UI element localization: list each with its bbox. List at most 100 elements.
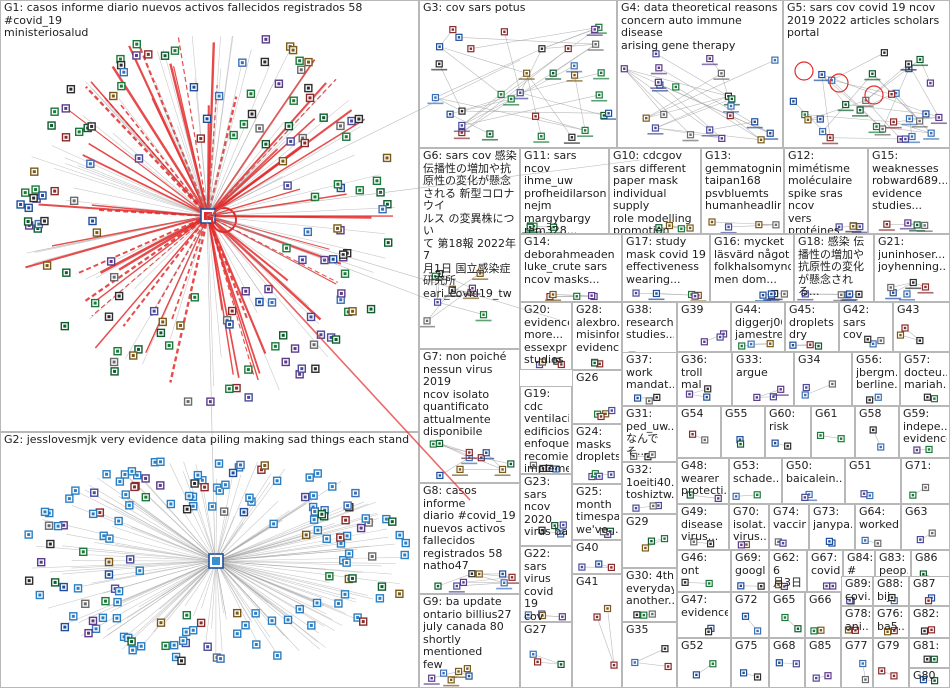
edge [42, 520, 216, 561]
cluster-g74[interactable]: G74: vaccin... [769, 504, 809, 550]
vertex-glyph [849, 599, 851, 601]
cluster-g35[interactable]: G35 [622, 622, 677, 688]
cluster-g33[interactable]: G33: argue [732, 352, 794, 406]
cluster-g54[interactable]: G54 [677, 406, 721, 458]
cluster-g10[interactable]: G10: cdcgov sars different paper mask in… [609, 148, 701, 234]
vertex-glyph [655, 292, 657, 294]
cluster-g80[interactable]: G80 [909, 668, 950, 688]
cluster-g18[interactable]: G18: 感染 伝 播性の増加や 抗原性の変化 が懸念される... [794, 234, 874, 302]
cluster-g1[interactable]: G1: casos informe diario nuevos activos … [0, 0, 419, 432]
vertex-glyph [663, 537, 665, 539]
cluster-g40[interactable]: G40 [572, 540, 622, 574]
cluster-g25[interactable]: G25: month timespa... we've... [572, 484, 622, 540]
cluster-g19[interactable]: G19: cdc ventilaci... edificios enfoque … [520, 386, 572, 474]
cluster-g53[interactable]: G53: schade... [729, 458, 782, 504]
cluster-g5[interactable]: G5: sars cov covid 19 ncov 2019 2022 art… [783, 0, 950, 148]
cluster-g77[interactable]: G77 [841, 638, 873, 688]
cluster-g16[interactable]: G16: mycket läsvärd något folkhalsomynd … [710, 234, 794, 302]
cluster-g30[interactable]: G30: 4th everyday another... [622, 568, 677, 622]
cluster-g56[interactable]: G56: jbergm... berline... [852, 352, 900, 406]
cluster-g37[interactable]: G37: work mandat... [622, 352, 677, 406]
cluster-g55[interactable]: G55 [721, 406, 765, 458]
cluster-g9[interactable]: G9: ba update ontario billius27 july can… [419, 594, 520, 688]
cluster-g51[interactable]: G51 [845, 458, 901, 504]
cluster-g75[interactable]: G75 [731, 638, 769, 688]
cluster-g67[interactable]: G67: covid [807, 550, 843, 592]
cluster-g49[interactable]: G49: disease virus... [677, 504, 729, 550]
cluster-g58[interactable]: G58 [855, 406, 899, 458]
edge [462, 27, 599, 125]
cluster-g13[interactable]: G13: gemmatognini taipan168 psvbluemts h… [701, 148, 784, 234]
cluster-g6[interactable]: G6: sars cov 感染 伝播性の増加や抗 原性の変化が懸念 される 新型… [419, 148, 520, 349]
cluster-g12[interactable]: G12: mimétisme moléculaire spike sras nc… [784, 148, 868, 234]
cluster-g76[interactable]: G76: ba5... [873, 606, 909, 638]
vertex-glyph [193, 482, 196, 485]
cluster-g63[interactable]: G63 [901, 504, 950, 550]
cluster-g46[interactable]: G46: ont [677, 550, 731, 592]
cluster-g20[interactable]: G20: evidence more... essexpr studies [520, 302, 572, 370]
cluster-g61[interactable]: G61 [811, 406, 855, 458]
cluster-g69[interactable]: G69: google [731, 550, 769, 592]
cluster-g65[interactable]: G65 [769, 592, 805, 638]
cluster-g47[interactable]: G47: evidence [677, 592, 731, 638]
cluster-g2[interactable]: G2: jesslovesmjk very evidence data pili… [0, 432, 419, 688]
cluster-g81[interactable]: G81: [909, 638, 950, 668]
cluster-g4[interactable]: G4: data theoretical reasons concern aut… [617, 0, 783, 148]
cluster-g24[interactable]: G24: masks droplets [572, 424, 622, 484]
cluster-g79[interactable]: G79 [873, 638, 909, 688]
cluster-g89[interactable]: G89: covi... [841, 576, 873, 606]
cluster-g48[interactable]: G48: wearer protecti... [677, 458, 729, 504]
cluster-g45[interactable]: G45: droplets dry [785, 302, 839, 352]
cluster-g7[interactable]: G7: non poiché nessun virus 2019 ncov is… [419, 349, 520, 483]
cluster-g17[interactable]: G17: study mask covid 19 effectiveness w… [622, 234, 710, 302]
cluster-g57[interactable]: G57: docteu... mariah... [900, 352, 950, 406]
cluster-g44[interactable]: G44: diggerj06 jamestre... [731, 302, 785, 352]
cluster-g14[interactable]: G14: deborahmeaden luke_crute sars ncov … [520, 234, 622, 302]
vertex-glyph [357, 118, 360, 121]
cluster-g41[interactable]: G41 [572, 574, 622, 688]
cluster-g87[interactable]: G87 [909, 576, 950, 606]
cluster-g55-plot [722, 407, 765, 458]
cluster-g62[interactable]: G62: 6 月3日 の時... [769, 550, 807, 592]
cluster-g22[interactable]: G22: sars virus covid 19 cov causes... [520, 546, 572, 622]
cluster-g31[interactable]: G31: ped_uw... なんでそ... [622, 406, 677, 462]
cluster-g71[interactable]: G71: [901, 458, 950, 504]
vertex-glyph [797, 628, 799, 630]
cluster-g32[interactable]: G32: 1oeiti40... toshiztw... [622, 462, 677, 514]
vertex-glyph [84, 602, 87, 605]
cluster-g78[interactable]: G78: ani... [841, 606, 873, 638]
cluster-g88[interactable]: G88: bij [873, 576, 909, 606]
cluster-g23[interactable]: G23: sars ncov 2020 virus ba [520, 474, 572, 546]
cluster-g39[interactable]: G39 [677, 302, 731, 352]
cluster-g68[interactable]: G68 [769, 638, 805, 688]
cluster-g69-plot [732, 551, 769, 592]
cluster-g52[interactable]: G52 [677, 638, 731, 688]
cluster-g59[interactable]: G59: indepe... evidence... [899, 406, 950, 458]
cluster-g60[interactable]: G60: risk [765, 406, 811, 458]
cluster-g36[interactable]: G36: troll mal [677, 352, 732, 406]
cluster-g15[interactable]: G15: weaknesses robward689... evidence s… [868, 148, 950, 234]
vertex-glyph [218, 462, 221, 465]
cluster-g85[interactable]: G85 [805, 638, 841, 688]
cluster-g28[interactable]: G28: alexbro... misinfor... evidenc... [572, 302, 622, 370]
cluster-g34[interactable]: G34 [794, 352, 852, 406]
cluster-g82[interactable]: G82: [909, 606, 950, 638]
vertex-glyph [727, 226, 729, 228]
cluster-g26[interactable]: G26 [572, 370, 622, 424]
cluster-g43[interactable]: G43 [893, 302, 950, 352]
cluster-g8[interactable]: G8: casos informe diario #covid_19 nuevo… [419, 483, 520, 594]
cluster-g27[interactable]: G27 [520, 622, 572, 688]
cluster-g11[interactable]: G11: sars ncov ihme_uw profheidilarson n… [520, 148, 609, 234]
cluster-g66[interactable]: G66 [805, 592, 841, 638]
cluster-g72[interactable]: G72 [731, 592, 769, 638]
cluster-g21[interactable]: G21: juninhoser... joyhenning... [874, 234, 950, 302]
cluster-g50[interactable]: G50: baicalein... [782, 458, 845, 504]
cluster-g29[interactable]: G29 [622, 514, 677, 568]
cluster-g64[interactable]: G64: worked [855, 504, 901, 550]
cluster-g70[interactable]: G70: isolat... virus... [729, 504, 769, 550]
vertex-glyph [880, 339, 882, 341]
vertex-glyph [907, 222, 909, 224]
cluster-g3[interactable]: G3: cov sars potus [419, 0, 617, 148]
cluster-g42[interactable]: G42: sars cov [839, 302, 893, 352]
cluster-g73[interactable]: G73: janypa... [809, 504, 855, 550]
